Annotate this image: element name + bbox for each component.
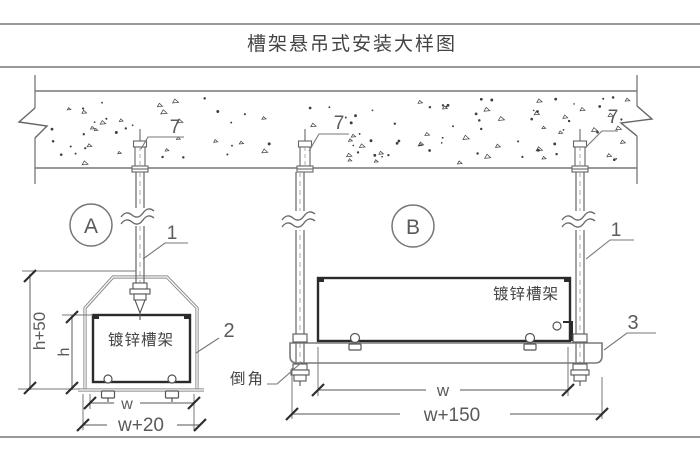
tray-a-label: 镀锌槽架	[108, 331, 174, 349]
callout-leaders	[140, 130, 656, 385]
callout-support: 3	[627, 312, 638, 334]
dim-b-outer-width: w+150	[423, 405, 481, 426]
dim-a-outer-height: h+50	[30, 312, 49, 350]
drawing-title: 槽架悬吊式安装大样图	[247, 33, 457, 55]
detail-a-letter: A	[84, 215, 98, 238]
leader-hanger	[195, 337, 220, 354]
leader-rod-a	[142, 242, 188, 260]
anchor-mid	[296, 129, 314, 173]
anchor-right	[571, 129, 589, 173]
hanger-rod-a	[120, 172, 158, 320]
dim-ticks-b	[285, 383, 609, 421]
dim-a-inner-width: w	[120, 396, 133, 413]
dim-b-inner-width: w	[436, 381, 450, 400]
title-band: 槽架悬吊式安装大样图	[0, 23, 700, 68]
dim-lines-b	[291, 347, 603, 419]
rod-a-nut-stack	[129, 282, 151, 320]
tray-b-clamp	[552, 321, 573, 341]
detail-a-bubble: A	[69, 203, 113, 247]
callout-anchor-left: 7	[170, 117, 181, 138]
anchor-left	[131, 129, 149, 173]
rod-b-left-nuts	[290, 333, 310, 386]
tray-a: 镀锌槽架	[91, 313, 192, 384]
leader-support	[603, 332, 656, 351]
leader-chamfer	[267, 361, 303, 385]
leader-anchor-left	[140, 136, 184, 150]
callout-hanger: 2	[223, 320, 234, 342]
detail-b-letter: B	[406, 216, 420, 239]
tray-b: 镀锌槽架	[316, 276, 573, 343]
callout-anchor-mid: 7	[334, 113, 345, 134]
channel-bolts	[348, 332, 537, 351]
dim-ticks-a	[23, 269, 207, 432]
tray-b-label: 镀锌槽架	[493, 285, 559, 303]
callout-anchor-right: 7	[608, 107, 619, 128]
callout-rod-a: 1	[167, 223, 178, 244]
dim-a-inner-height: h	[56, 348, 73, 357]
support-channel	[289, 342, 603, 364]
break-symbol-left	[17, 107, 49, 139]
leader-anchor-right	[584, 130, 618, 149]
concrete-speckles	[50, 96, 631, 166]
break-symbol-right	[619, 105, 654, 137]
hanger-bracket	[78, 275, 204, 392]
dim-a-outer-width: w+20	[117, 415, 164, 436]
tray-a-bolts	[100, 374, 180, 402]
leader-anchor-mid	[308, 133, 349, 152]
rod-b-right-nuts	[570, 333, 590, 386]
detail-b-bubble: B	[391, 204, 435, 248]
leader-rod-b	[585, 239, 634, 260]
chamfer-note: 倒角	[230, 370, 265, 388]
callout-rod-b: 1	[611, 220, 622, 241]
